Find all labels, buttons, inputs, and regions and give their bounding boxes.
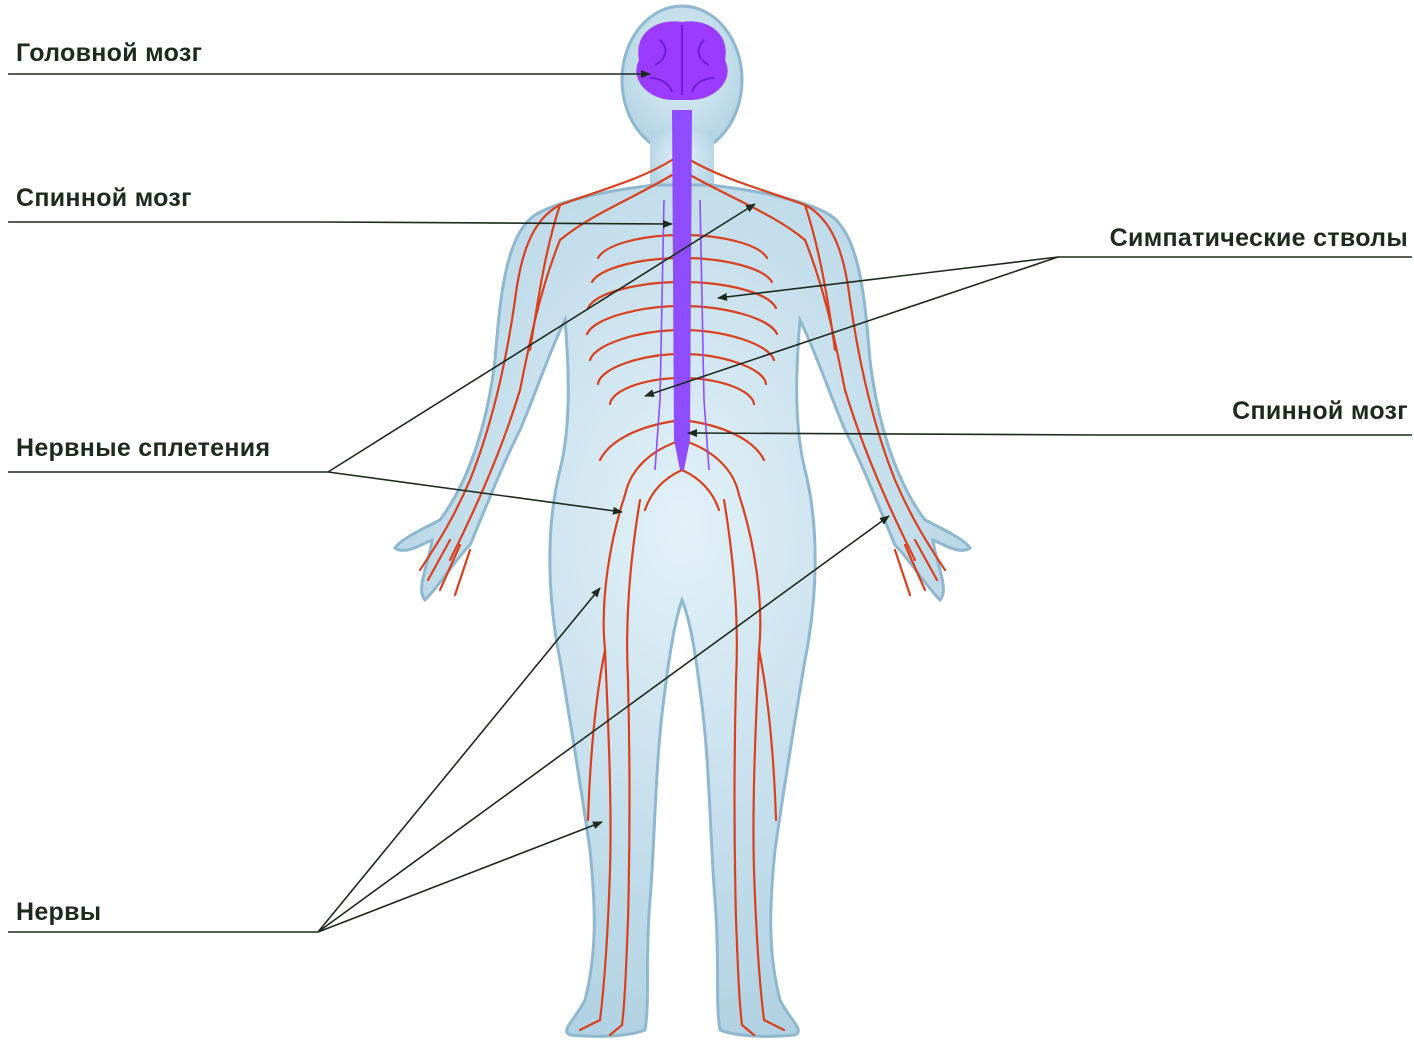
label-nerve-plexuses: Нервные сплетения xyxy=(16,433,270,463)
label-brain: Головной мозг xyxy=(16,38,202,68)
label-nerves: Нервы xyxy=(16,897,101,927)
label-spinal-cord-left: Спинной мозг xyxy=(16,183,192,213)
spinal-cord xyxy=(672,110,692,470)
brain xyxy=(636,21,727,100)
label-spinal-cord-right: Спинной мозг xyxy=(1232,396,1408,426)
label-sympathetic-trunks: Симпатические стволы xyxy=(1110,223,1408,253)
